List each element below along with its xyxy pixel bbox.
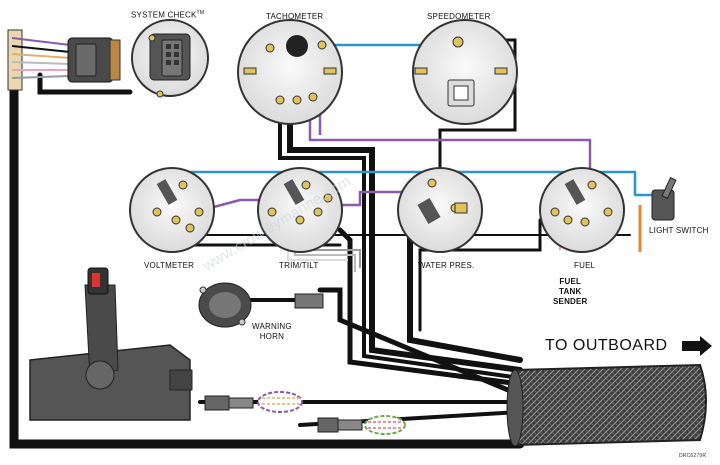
diagram-code: DRC6279R (679, 453, 707, 459)
warning-horn-label: WARNING HORN (252, 322, 292, 341)
light-switch (651, 177, 677, 221)
tachometer-label: TACHOMETER (266, 12, 324, 21)
warning-horn (198, 282, 324, 328)
trim-tilt-gauge (257, 167, 343, 253)
light-switch-label: LIGHT SWITCH (649, 226, 709, 235)
fuel-tank-sender-label: FUEL TANK SENDER (553, 277, 588, 306)
braided-harness-sleeve (509, 363, 707, 447)
water-pressure-gauge (397, 167, 483, 253)
system-check-gauge (131, 19, 209, 98)
system-check-label: SYSTEM CHECKTM (131, 10, 205, 20)
to-outboard-label: TO OUTBOARD (545, 337, 668, 354)
harness-connector-green (317, 415, 406, 435)
main-harness-wires (9, 38, 631, 449)
remote-control-box (29, 267, 193, 421)
tachometer-gauge (237, 19, 343, 125)
fuel-label: FUEL (574, 261, 596, 270)
fuel-gauge (539, 167, 625, 253)
speedometer-label: SPEEDOMETER (427, 12, 491, 21)
speedometer-gauge (412, 19, 518, 125)
right-arrow-icon (682, 336, 712, 356)
water-pressure-label: WATER PRES. (418, 261, 475, 270)
harness-connector-purple (204, 391, 303, 413)
trim-tilt-label: TRIM/TILT (279, 261, 319, 270)
voltmeter-label: VOLTMETER (144, 261, 195, 270)
voltmeter-gauge (129, 167, 215, 253)
main-plug-connector (7, 29, 121, 91)
